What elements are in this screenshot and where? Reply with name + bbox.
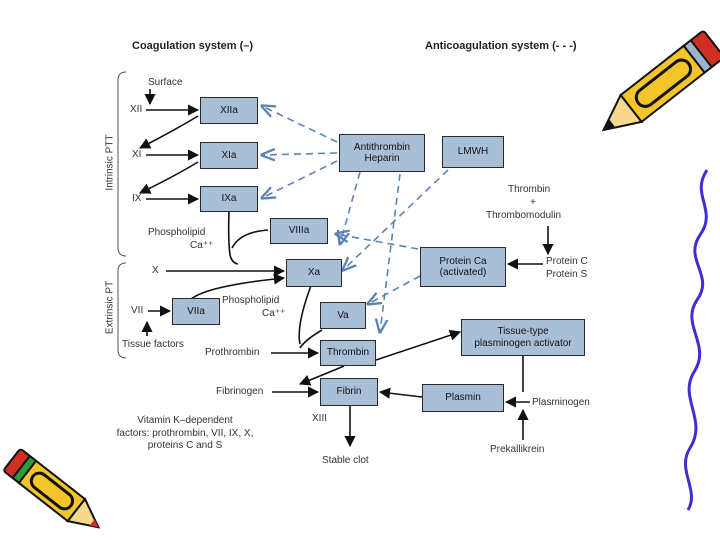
pencil-icon — [601, 30, 720, 132]
fibrin-text: Fibrin — [336, 386, 362, 398]
dashed-pca-va — [368, 275, 421, 304]
factor-ix-label: IX — [132, 193, 142, 204]
thrombin-tm-label-2: + — [530, 197, 536, 208]
protein-s-label: Protein S — [546, 269, 588, 280]
factor-viiia-text: VIIIa — [288, 225, 310, 237]
thrombin-tm-label-1: Thrombin — [508, 184, 551, 195]
dashed-at-xia — [262, 153, 338, 155]
factor-xiii-label: XIII — [312, 413, 328, 424]
stable-clot-label: Stable clot — [322, 455, 369, 466]
lmwh-box: LMWH — [442, 136, 504, 168]
arrow-va-join — [299, 329, 323, 349]
factor-xa-box: Xa — [286, 259, 342, 287]
arrow-plasmin-fibrin — [378, 387, 423, 399]
heparin-text: Heparin — [364, 153, 400, 164]
factor-xii-label: XII — [130, 104, 143, 115]
dashed-at-thrombin — [380, 173, 401, 332]
dashed-at-ixa — [262, 160, 338, 198]
intrinsic-bracket — [117, 71, 127, 257]
antithrombin-heparin-box: Antithrombin Heparin — [339, 134, 425, 172]
prekallikrein-label: Prekallikrein — [490, 444, 545, 455]
tpa-text-1: Tissue-type — [497, 326, 549, 337]
pencil-icon — [3, 448, 101, 529]
plasmin-box: Plasmin — [422, 384, 504, 412]
factor-xia-box: XIa — [200, 142, 258, 169]
factor-xiia-text: XIIa — [220, 104, 238, 116]
calcium-label-1: Ca⁺⁺ — [190, 240, 214, 251]
protein-ca-activated-text: (activated) — [439, 267, 487, 278]
arrow-viia-xa — [189, 273, 286, 301]
footnote-line-1: Vitamin K–dependent — [137, 415, 233, 426]
protein-c-label: Protein C — [546, 256, 588, 267]
fibrin-box: Fibrin — [320, 378, 378, 406]
prothrombin-label: Prothrombin — [205, 347, 260, 358]
calcium-label-2: Ca⁺⁺ — [262, 308, 286, 319]
factor-viia-box: VIIa — [172, 298, 220, 325]
fibrinogen-label: Fibrinogen — [216, 386, 264, 397]
arrow-viiia-join — [231, 229, 269, 249]
footnote-line-2: factors: prothrombin, VII, IX, X, — [116, 427, 254, 439]
factor-vii-label: VII — [131, 305, 144, 316]
factor-xiia-box: XIIa — [200, 97, 258, 124]
arrow-xia-ix — [138, 161, 199, 194]
coagulation-header: Coagulation system (–) — [132, 40, 254, 52]
squiggle-line-icon — [683, 169, 709, 511]
plasminogen-label: Plasminogen — [532, 397, 590, 408]
plasmin-text: Plasmin — [445, 392, 481, 404]
tpa-text-2: plasminogen activator — [474, 337, 572, 349]
factor-viia-text: VIIa — [187, 305, 205, 317]
footnote-line-3: proteins C and S — [147, 440, 223, 451]
vitamin-k-footnote: Vitamin K–dependent factors: prothrombin… — [110, 415, 260, 453]
factor-ixa-box: IXa — [200, 186, 258, 212]
dashed-at-xa — [340, 171, 361, 244]
dashed-lmwh-xa — [343, 169, 449, 270]
factor-xia-text: XIa — [221, 149, 237, 161]
tpa-box: Tissue-type plasminogen activator — [461, 319, 585, 356]
arrow-ixa-xa — [227, 211, 239, 265]
factor-ixa-text: IXa — [221, 193, 237, 205]
factor-xi-label: XI — [132, 149, 142, 160]
arrow-thrombin-fibrinogen — [298, 365, 345, 386]
tissue-factors-label: Tissue factors — [122, 339, 184, 350]
protein-ca-box: Protein Ca (activated) — [420, 247, 506, 287]
factor-xa-text: Xa — [307, 267, 321, 279]
surface-label: Surface — [148, 77, 183, 88]
factor-va-box: Va — [320, 302, 366, 329]
thrombin-text: Thrombin — [326, 347, 370, 359]
intrinsic-label: Intrinsic PTT — [104, 134, 116, 191]
thrombin-tm-label-3: Thrombomodulin — [486, 210, 562, 221]
factor-viiia-box: VIIIa — [270, 218, 328, 244]
factor-va-text: Va — [337, 309, 349, 321]
thrombin-box: Thrombin — [320, 340, 376, 366]
arrow-thrombin-tpa — [375, 329, 462, 361]
extrinsic-bracket — [117, 262, 127, 359]
anticoagulation-header: Anticoagulation system (- - -) — [425, 40, 577, 52]
arrow-xiia-xi — [139, 115, 199, 149]
anticoag-arrows — [262, 106, 449, 332]
antithrombin-text: Antithrombin — [353, 141, 411, 153]
protein-ca-text: Protein Ca — [439, 255, 487, 267]
dashed-pca-viiia — [336, 234, 419, 250]
arrow-phospho-xa — [298, 282, 313, 345]
phospholipid-label-2: Phospholipid — [222, 295, 280, 306]
factor-x-label: X — [152, 265, 159, 276]
phospholipid-label-1: Phospholipid — [148, 227, 206, 238]
dashed-at-xiia — [262, 106, 338, 143]
extrinsic-label: Extrinsic PT — [104, 280, 116, 335]
coag-arrows — [138, 89, 554, 448]
lmwh-text: LMWH — [457, 146, 489, 158]
